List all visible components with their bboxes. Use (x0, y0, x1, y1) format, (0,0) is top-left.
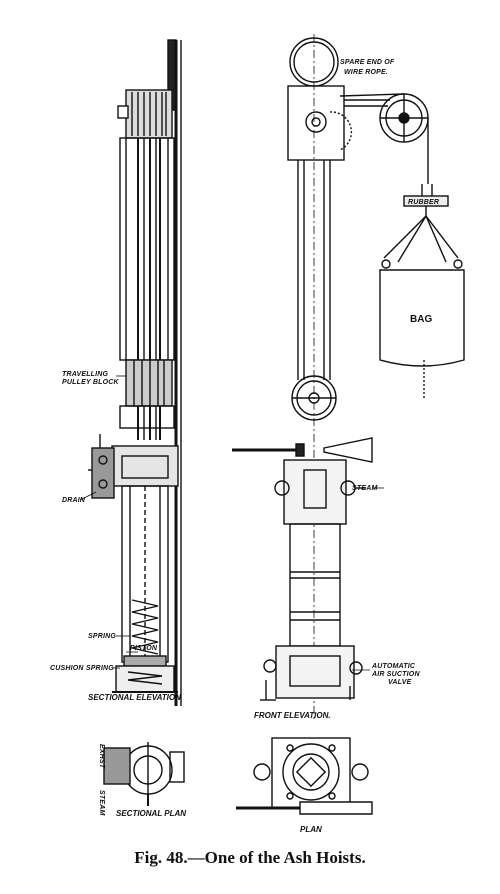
plan-view (236, 737, 373, 815)
label-spare-end: SPARE END OF (340, 59, 395, 66)
label-rubber: RUBBER (408, 199, 439, 206)
label-sectional-plan: SECTIONAL PLAN (116, 809, 186, 818)
label-valve: VALVE (388, 679, 412, 686)
label-exhaust: EXHST (98, 744, 105, 769)
label-pulley-block: PULLEY BLOCK (62, 379, 119, 386)
label-automatic: AUTOMATIC (371, 663, 416, 670)
label-wire-rope: WIRE ROPE. (344, 69, 388, 76)
label-bag: BAG (410, 314, 432, 325)
label-cushion-spring: CUSHION SPRING (50, 665, 114, 672)
label-plan: PLAN (300, 825, 322, 834)
label-piston: PISTON (130, 645, 158, 652)
front-elevation (232, 34, 465, 720)
label-steam-small: STEAM (98, 790, 105, 816)
label-spring: SPRING (88, 633, 116, 640)
label-travelling: TRAVELLING (62, 371, 109, 378)
label-sectional-elevation: SECTIONAL ELEVATION (88, 693, 181, 702)
figure-caption: Fig. 48.—One of the Ash Hoists. (134, 848, 366, 867)
label-steam: STEAM (352, 485, 378, 492)
sectional-plan (103, 742, 185, 806)
label-front-elevation: FRONT ELEVATION. (254, 711, 331, 720)
sectional-elevation (88, 39, 182, 706)
label-drain: DRAIN (62, 497, 86, 504)
label-air-suction: AIR SUCTION (371, 671, 420, 678)
